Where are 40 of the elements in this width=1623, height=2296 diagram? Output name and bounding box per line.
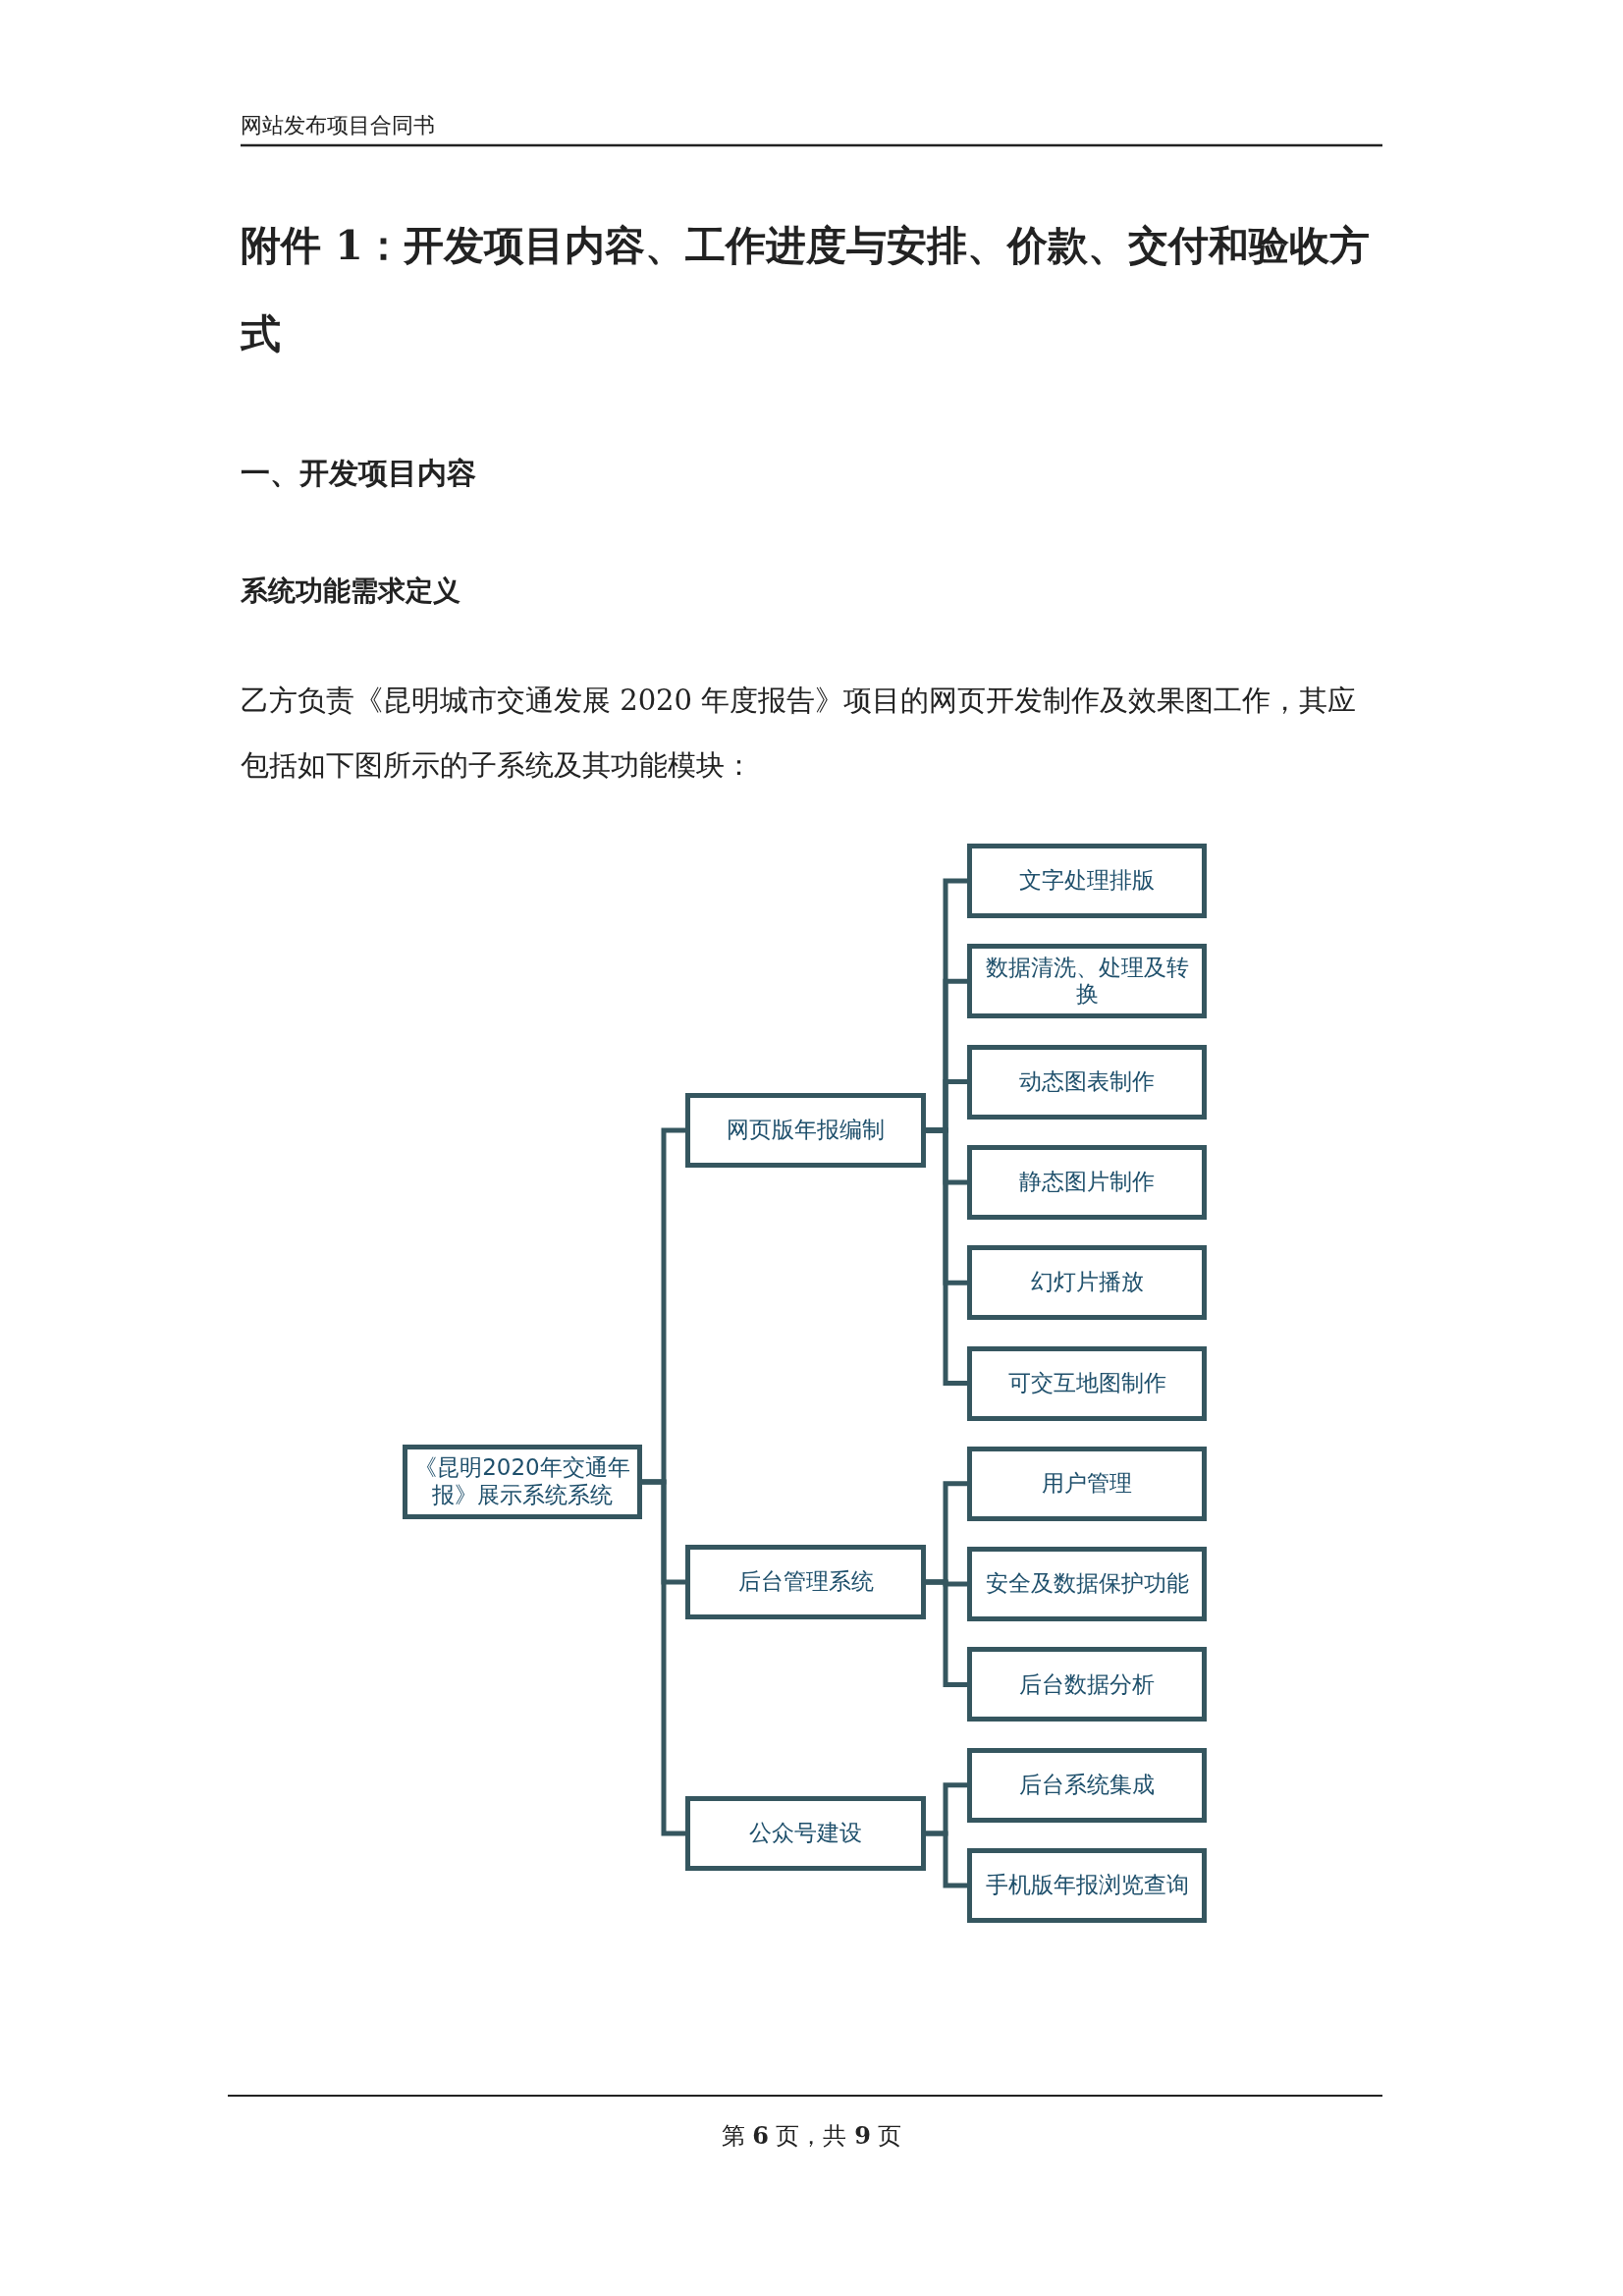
module-box — [967, 1245, 1207, 1321]
module-box — [685, 1545, 926, 1619]
module-box — [967, 1547, 1207, 1622]
module-box — [967, 1144, 1207, 1220]
box-label: 动态图表制作 — [1018, 1067, 1156, 1096]
box-label: 后台管理系统 — [736, 1568, 875, 1596]
box-label: 安全及数据保护功能 — [984, 1570, 1190, 1598]
section-heading: 一、开发项目内容 — [241, 455, 477, 492]
module-box — [967, 1345, 1207, 1421]
module-box — [967, 844, 1207, 918]
connector-line — [926, 1579, 967, 1687]
module-box — [967, 944, 1207, 1019]
header-text: 网站发布项目合同书 — [241, 112, 436, 139]
box-label: 网页版年报编制 — [726, 1117, 886, 1144]
module-box — [967, 1446, 1207, 1521]
box-label: 静态图片制作 — [1018, 1169, 1156, 1196]
box-label: 后台系统集成 — [1018, 1771, 1156, 1799]
module-box — [967, 1044, 1207, 1120]
module-box — [967, 1647, 1207, 1722]
connector-line — [642, 1479, 685, 1836]
box-label: 后台数据分析 — [1018, 1670, 1156, 1699]
box-label: 文字处理排版 — [1018, 867, 1156, 895]
box-label: 数据清洗、处理及转换 — [984, 954, 1190, 1009]
module-box — [685, 1796, 926, 1871]
subheading: 系统功能需求定义 — [241, 574, 461, 609]
connector-line — [926, 1127, 967, 1386]
box-label: 《昆明2020年交通年报》展示系统系统 — [413, 1454, 631, 1509]
root-box — [403, 1445, 642, 1519]
box-label: 手机版年报浏览查询 — [984, 1872, 1190, 1899]
box-label: 公众号建设 — [748, 1820, 863, 1847]
connector-line — [926, 1831, 967, 1888]
module-box — [967, 1848, 1207, 1923]
module-box — [967, 1747, 1207, 1823]
page-number: 第 6 页，共 9 页 — [720, 2120, 903, 2152]
box-label: 用户管理 — [1041, 1470, 1133, 1498]
title: 附件 1：开发项目内容、工作进度与安排、价款、交付和验收方式 — [241, 221, 1371, 359]
box-label: 可交互地图制作 — [1006, 1369, 1167, 1397]
box-label: 幻灯片播放 — [1029, 1269, 1145, 1296]
module-box — [685, 1093, 926, 1168]
paragraph: 乙方负责《昆明城市交通发展 2020 年度报告》项目的网页开发制作及效果图工作，其应包括如下图所示的子系统及其功能模块： — [241, 683, 1358, 784]
